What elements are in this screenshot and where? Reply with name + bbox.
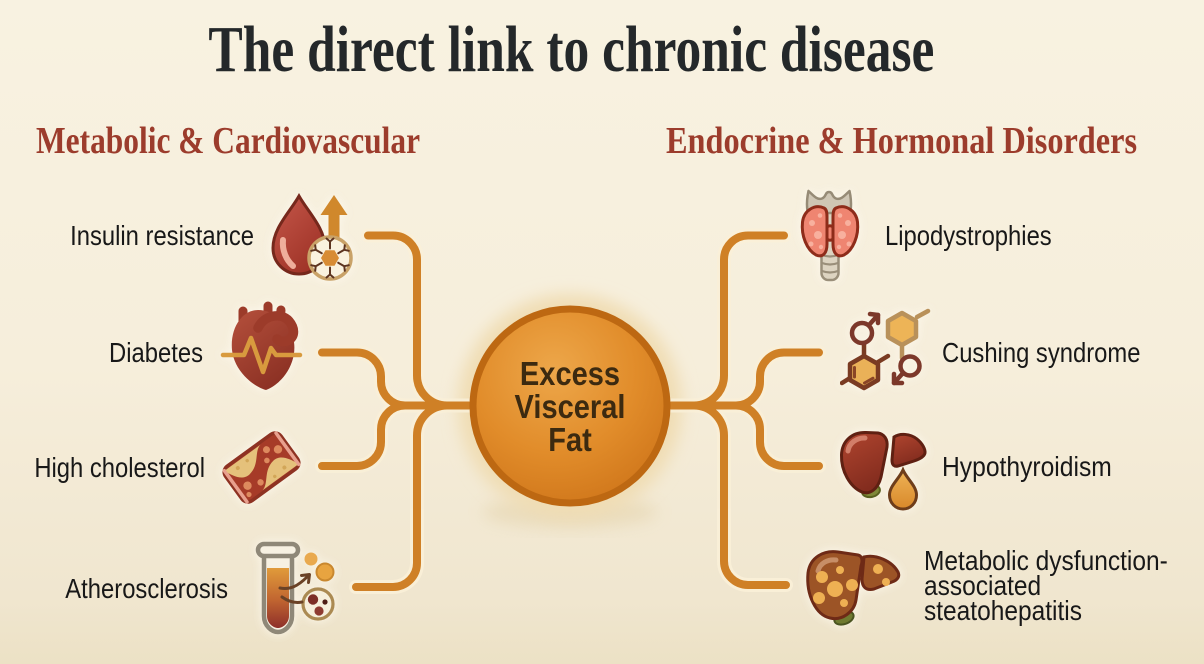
svg-text:Fat: Fat bbox=[548, 421, 592, 458]
svg-text:Visceral: Visceral bbox=[515, 388, 626, 425]
svg-text:Excess: Excess bbox=[520, 355, 620, 392]
